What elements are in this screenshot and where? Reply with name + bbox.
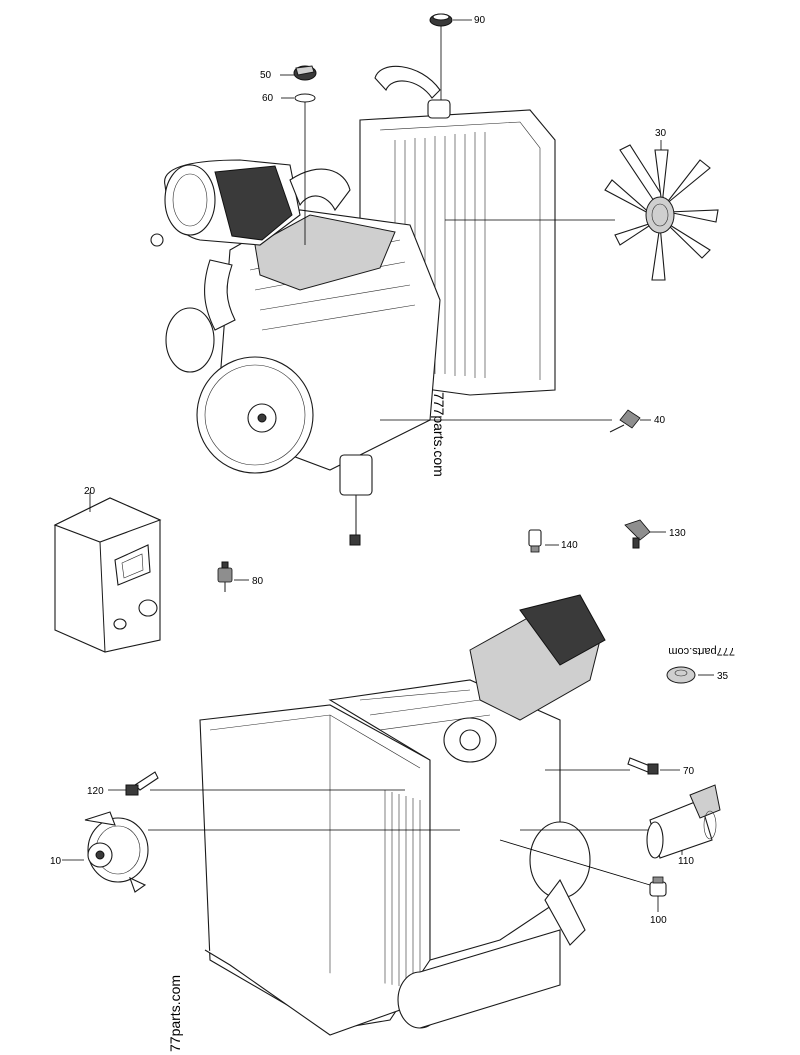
lower-engine-assembly	[199, 594, 606, 1036]
callout-90: 90	[474, 15, 486, 26]
callout-labels: 90 50 60 30 40 20 80 140 130 35 70 120 1…	[50, 15, 729, 926]
part-30-fan	[604, 144, 719, 281]
part-110-starter	[646, 784, 721, 859]
part-20-control-box	[53, 497, 162, 653]
callout-10: 10	[50, 856, 62, 867]
callout-110: 110	[678, 856, 694, 867]
callout-140: 140	[561, 540, 578, 551]
upper-engine-assembly	[150, 65, 556, 546]
part-80-sender	[217, 561, 233, 592]
callout-100: 100	[650, 915, 667, 926]
watermark-bottom: 77parts.com	[167, 975, 183, 1052]
watermark-right: 777parts.com	[668, 645, 735, 657]
part-130-sensor	[624, 519, 651, 549]
callout-80: 80	[252, 576, 264, 587]
part-90-radiator-cap	[429, 13, 453, 27]
part-100-switch	[649, 876, 667, 897]
part-40-sensor	[609, 409, 641, 433]
callout-20: 20	[84, 486, 96, 497]
leader-lines	[62, 19, 714, 912]
callout-40: 40	[654, 415, 666, 426]
callout-35: 35	[717, 671, 729, 682]
callout-120: 120	[87, 786, 104, 797]
callout-50: 50	[260, 70, 272, 81]
part-50-filler-cap	[293, 65, 317, 81]
callout-130: 130	[669, 528, 686, 539]
part-120-sensor	[125, 771, 159, 796]
part-70-sensor	[627, 757, 659, 775]
part-35-grommet	[666, 666, 696, 684]
part-10-alternator	[84, 811, 149, 893]
callout-30: 30	[655, 128, 667, 139]
watermark-center: 777parts.com	[431, 392, 447, 477]
callout-60: 60	[262, 93, 274, 104]
part-60-o-ring	[294, 93, 316, 103]
callout-70: 70	[683, 766, 695, 777]
part-140-sensor	[528, 529, 542, 553]
